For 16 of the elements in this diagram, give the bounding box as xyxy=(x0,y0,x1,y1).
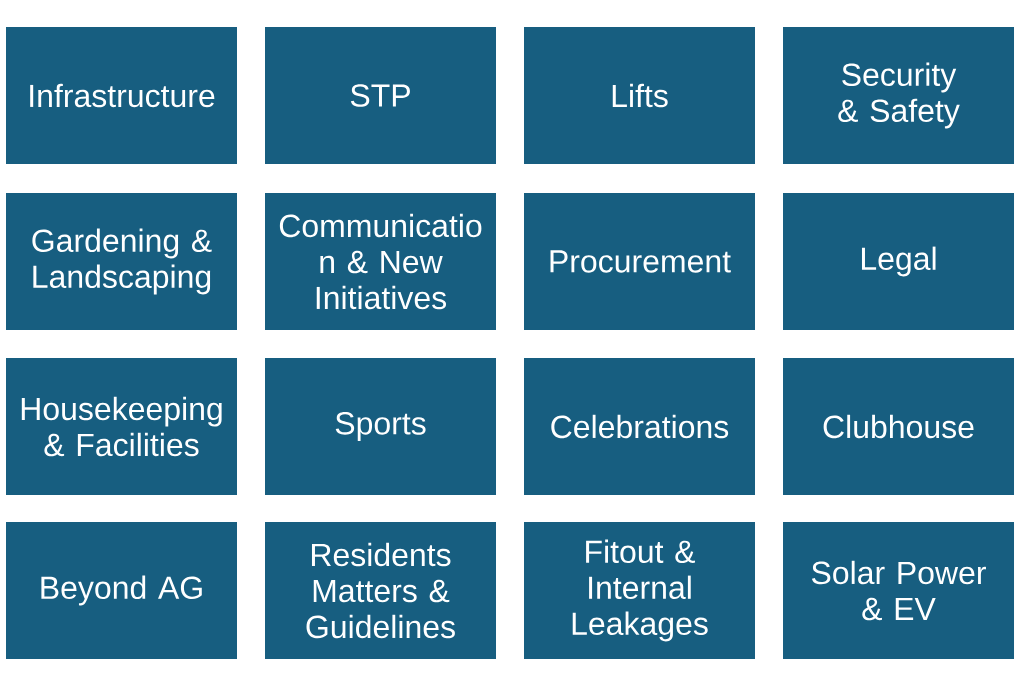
topic-box: Legal xyxy=(783,193,1014,330)
topic-box: Fitout & Internal Leakages xyxy=(524,522,755,659)
topic-box: Housekeeping & Facilities xyxy=(6,358,237,495)
topic-box: Security & Safety xyxy=(783,27,1014,164)
topic-box: Lifts xyxy=(524,27,755,164)
topic-box: Beyond AG xyxy=(6,522,237,659)
topic-box: Communicatio n & New Initiatives xyxy=(265,193,496,330)
topic-box: STP xyxy=(265,27,496,164)
topic-box: Residents Matters & Guidelines xyxy=(265,522,496,659)
topic-box: Solar Power & EV xyxy=(783,522,1014,659)
topic-box: Sports xyxy=(265,358,496,495)
topic-box: Procurement xyxy=(524,193,755,330)
topic-box: Celebrations xyxy=(524,358,755,495)
topic-box: Infrastructure xyxy=(6,27,237,164)
topic-box: Gardening & Landscaping xyxy=(6,193,237,330)
topic-box: Clubhouse xyxy=(783,358,1014,495)
